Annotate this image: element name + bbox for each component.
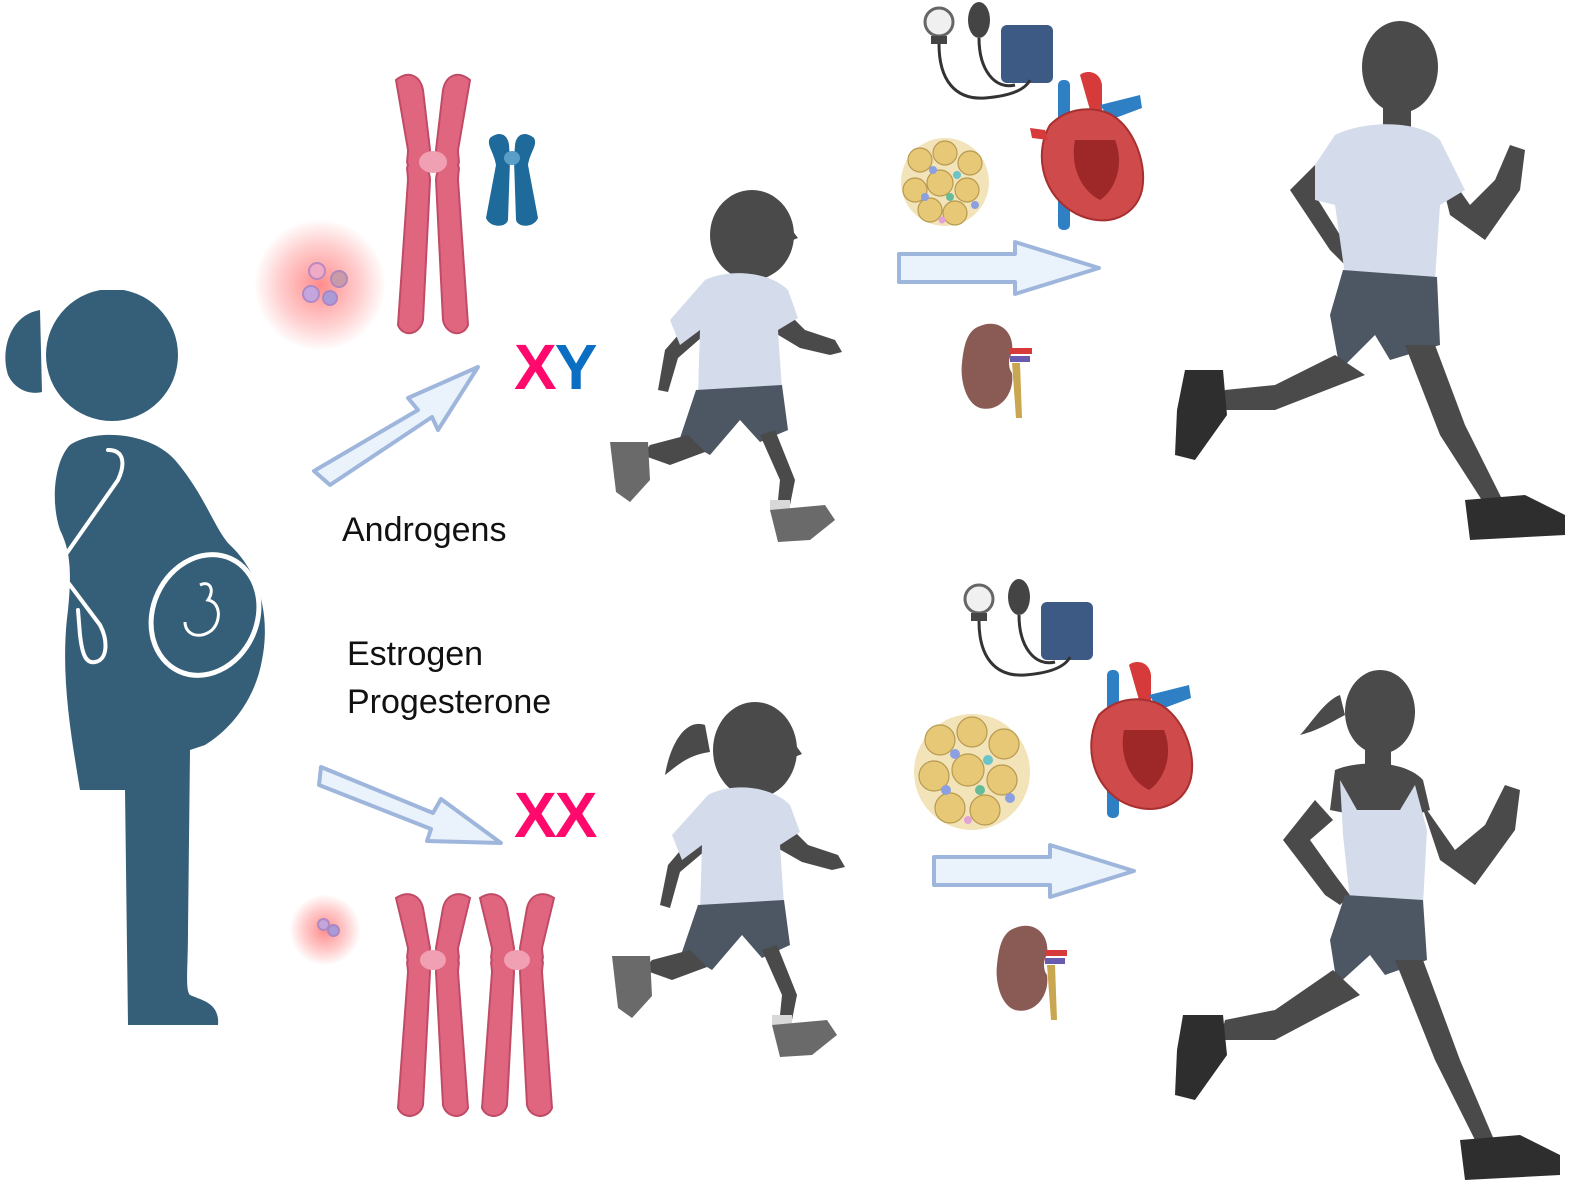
- adipose-tissue-icon: [895, 135, 995, 230]
- kidney-icon: [960, 318, 1040, 423]
- adipose-tissue-icon: [910, 710, 1035, 835]
- x-letter: X: [554, 779, 598, 851]
- woman-running-icon: [1165, 660, 1575, 1195]
- arrow-right-icon: [895, 240, 1105, 300]
- kidney-icon: [995, 920, 1075, 1025]
- heart-icon: [1085, 660, 1205, 820]
- x-letter: X: [514, 779, 557, 851]
- girl-running-icon: [610, 690, 850, 1065]
- androgens-label: Androgens: [342, 511, 507, 549]
- estrogen-label: Estrogen: [347, 635, 484, 673]
- chromosome-x-icon: [378, 890, 488, 1120]
- pregnant-woman-icon: [0, 290, 280, 1040]
- boy-running-icon: [610, 180, 850, 550]
- chromosome-x-icon: [378, 70, 488, 340]
- x-letter: X: [514, 331, 557, 403]
- xx-chromosome-label: XX: [514, 783, 597, 847]
- y-letter: Y: [554, 331, 598, 403]
- xy-chromosome-label: XY: [514, 335, 597, 399]
- arrow-right-icon: [930, 843, 1140, 903]
- blood-pressure-monitor-icon: [915, 0, 1055, 105]
- blood-pressure-monitor-icon: [955, 575, 1095, 685]
- arrow-down-right-icon: [315, 755, 515, 855]
- chromosome-y-icon: [478, 130, 546, 230]
- arrow-up-right-icon: [308, 355, 488, 495]
- heart-icon: [1030, 70, 1150, 235]
- progesterone-label: Progesterone: [347, 683, 552, 721]
- chromosome-x-icon: [462, 890, 572, 1120]
- man-running-icon: [1165, 15, 1575, 550]
